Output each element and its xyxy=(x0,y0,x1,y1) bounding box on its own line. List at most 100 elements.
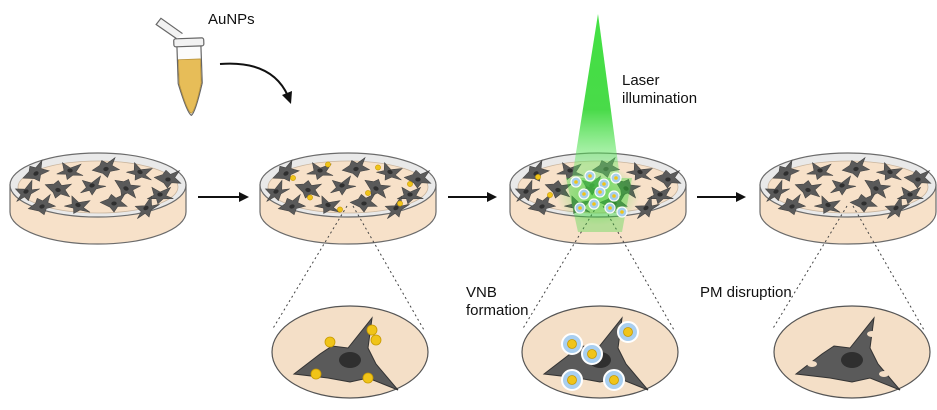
cell-nucleus xyxy=(387,169,393,175)
petri-dishes xyxy=(9,152,937,245)
cell-nucleus xyxy=(853,166,859,172)
cell-nucleus xyxy=(283,171,289,176)
cell-nucleus xyxy=(773,189,779,194)
cell-nucleus xyxy=(915,177,921,182)
cell-nucleus xyxy=(289,204,295,209)
petri-dish-untreated-cells xyxy=(9,152,187,245)
bubble-core xyxy=(612,194,616,198)
laser-label: Laser illumination xyxy=(622,72,698,107)
cell xyxy=(275,192,308,220)
tube-cap-ring xyxy=(173,37,205,48)
zoomed-nucleus xyxy=(841,352,863,368)
cell-nucleus xyxy=(75,202,81,208)
curved-arrow-head xyxy=(282,91,292,104)
cell-nucleus xyxy=(805,187,811,193)
laser-cone xyxy=(572,14,620,188)
cell xyxy=(25,192,58,220)
microtube xyxy=(155,17,205,116)
gold-nanoparticle xyxy=(375,164,381,171)
cell-nucleus xyxy=(137,169,143,175)
bubble-core xyxy=(620,210,624,214)
cell-nucleus xyxy=(317,168,323,173)
cell xyxy=(292,177,323,202)
gold-nanoparticle xyxy=(290,175,296,181)
zoom-line xyxy=(352,205,425,331)
cell-nucleus xyxy=(825,202,831,208)
cell-nucleus xyxy=(339,183,345,188)
membrane-pore xyxy=(807,361,817,367)
cell-nucleus xyxy=(273,189,279,194)
gold-nanoparticle xyxy=(370,334,382,346)
bubble-core xyxy=(578,206,582,210)
cell xyxy=(146,185,175,205)
zoom-line xyxy=(521,205,598,331)
bubble-core xyxy=(608,206,612,210)
cell xyxy=(10,178,43,206)
cell-nucleus xyxy=(523,189,529,194)
cell xyxy=(269,158,302,189)
gold-nanoparticle xyxy=(397,200,403,207)
cell xyxy=(769,158,802,189)
gold-nanoparticle xyxy=(325,161,331,168)
cell-nucleus xyxy=(407,192,413,197)
gold-nanoparticle xyxy=(587,349,597,359)
tube-lid xyxy=(155,17,183,40)
cell-nucleus xyxy=(111,201,117,206)
cell xyxy=(792,177,823,202)
cell xyxy=(630,194,663,223)
bubble-core xyxy=(582,192,586,196)
cell-nucleus xyxy=(873,186,879,191)
gold-nanoparticle xyxy=(547,192,553,198)
bubble-core xyxy=(588,174,592,178)
arrow-head xyxy=(239,192,249,202)
cell xyxy=(312,193,344,219)
cell-nucleus xyxy=(637,169,643,175)
zoomed-nucleus xyxy=(339,352,361,368)
cell xyxy=(42,177,73,202)
cell-nucleus xyxy=(783,171,789,176)
vnb-label: VNB formation xyxy=(466,284,529,319)
cell xyxy=(77,174,108,198)
cell-nucleus xyxy=(157,192,163,197)
cell-nucleus xyxy=(539,204,545,209)
gold-nanoparticle xyxy=(623,327,633,337)
gold-nanoparticle xyxy=(567,375,577,385)
cell-nucleus xyxy=(907,192,913,197)
cell xyxy=(812,193,844,219)
cell xyxy=(109,173,142,203)
cell-nucleus xyxy=(165,177,171,182)
cell-nucleus xyxy=(33,171,39,176)
zoom-ellipses xyxy=(271,305,931,399)
cell xyxy=(153,169,182,189)
zoom-view-3 xyxy=(773,305,931,399)
cell xyxy=(403,169,432,189)
cell-nucleus xyxy=(817,168,823,173)
cell xyxy=(124,159,156,187)
cell-nucleus xyxy=(55,187,61,193)
cell xyxy=(396,185,425,205)
aunps-label: AuNPs xyxy=(208,11,255,28)
cell xyxy=(260,178,293,206)
bubble-core xyxy=(574,180,578,184)
zoom-line xyxy=(771,205,848,331)
cell xyxy=(555,160,585,182)
cell xyxy=(339,156,372,182)
cell xyxy=(775,192,808,220)
bubble-core xyxy=(602,182,606,186)
cell-nucleus xyxy=(23,189,29,194)
gold-nanoparticle xyxy=(337,206,343,213)
cell-nucleus xyxy=(861,201,867,206)
cell-nucleus xyxy=(789,204,795,209)
cell xyxy=(653,169,682,189)
gold-nanoparticle xyxy=(362,372,374,384)
cell xyxy=(55,160,85,182)
cell-nucleus xyxy=(657,192,663,197)
cell xyxy=(305,160,335,182)
cell-nucleus xyxy=(393,205,399,211)
cell-nucleus xyxy=(567,168,573,173)
cell-nucleus xyxy=(89,183,95,188)
cell xyxy=(874,159,906,187)
cell-nucleus xyxy=(325,202,331,208)
cell xyxy=(880,194,913,223)
